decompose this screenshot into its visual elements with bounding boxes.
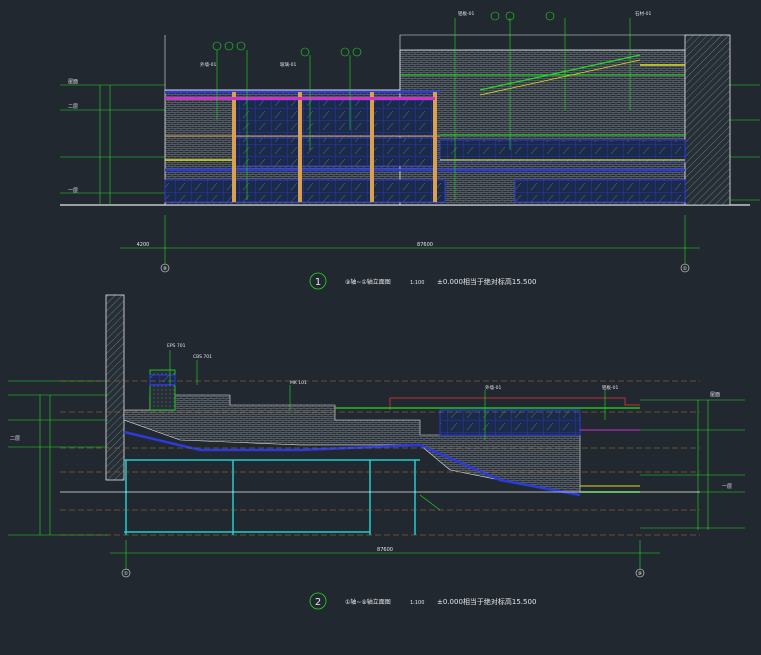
callout-leaders-1: [216, 18, 631, 200]
underground-frame-2: [124, 459, 420, 535]
callout-tags-1: [212, 11, 555, 57]
level-label-1b: 一层: [68, 188, 78, 194]
callout-leaders-2: [169, 350, 606, 511]
grid-bubbles-2: [121, 568, 645, 578]
stair-tower-2: [105, 294, 125, 481]
title-number-2: 2: [315, 597, 321, 608]
grid-right-label-1: ①: [683, 266, 688, 272]
callout-label-1a: 外墙-01: [200, 61, 216, 68]
stair-tower-1: [684, 34, 731, 206]
elevation-2: ① ⑨ 87600 二层 一层 屋面 EPS 701 CBS 701 MK 10…: [8, 294, 745, 610]
dim-total-1: 87600: [417, 242, 433, 248]
title-bubble-2: [309, 592, 327, 610]
callout-label-2e: 铝板-01: [602, 384, 618, 391]
grid-right-label-2: ⑨: [638, 571, 642, 577]
callout-label-1c: 铝板-01: [458, 10, 474, 17]
dimension-line-1: [120, 215, 700, 265]
accent-band-1: [165, 97, 435, 100]
reference-lines-2: [60, 380, 700, 536]
callout-label-1b: 玻璃-01: [280, 61, 296, 68]
dim-left-1: 4200: [137, 242, 150, 248]
callout-label-1d: 石材-01: [635, 10, 651, 17]
slope-line-2: [123, 430, 581, 497]
grid-left-label-1: ⑨: [163, 266, 167, 272]
level-label-2a: 二层: [10, 436, 20, 442]
glazing-right-low-1: [514, 179, 686, 203]
title-scale-2: 1:100: [410, 600, 424, 606]
level-label-2c: 屋面: [710, 392, 720, 398]
glazing-box-2: [439, 409, 581, 436]
callout-label-2c: MK 101: [290, 380, 307, 386]
grid-bubbles-1: [160, 263, 690, 273]
columns-1: [232, 92, 437, 202]
glazing-lower-1: [164, 179, 446, 203]
glazing-right-1: [439, 139, 686, 163]
title-bubble-1: [309, 272, 327, 290]
title-text-2: ①轴~⑨轴立面图: [345, 598, 391, 606]
title-note-1: ±0.000相当于绝对标高15.500: [437, 277, 536, 286]
title-scale-1: 1:100: [410, 280, 424, 286]
callout-label-2d: 外墙-01: [485, 384, 501, 391]
parapet-line-2: [389, 397, 640, 410]
title-note-2: ±0.000相当于绝对标高15.500: [437, 597, 536, 606]
title-text-1: ⑨轴~①轴立面图: [345, 278, 391, 286]
level-markers-left-2: [8, 380, 108, 536]
glazing-upper-1: [234, 99, 436, 137]
slab-lines-1: [165, 64, 685, 172]
level-label-1c: 屋面: [68, 79, 78, 85]
stair-diagonal-1: [479, 54, 641, 91]
level-markers-left-1: [60, 84, 165, 205]
level-markers-right-2: [640, 399, 745, 530]
callout-label-2b: CBS 701: [193, 354, 212, 360]
grid-left-label-2: ①: [124, 571, 129, 577]
dim-total-2: 87600: [377, 547, 393, 553]
dimension-line-2: [110, 540, 660, 570]
level-label-2b: 一层: [722, 484, 732, 490]
callout-label-2a: EPS 701: [167, 343, 186, 349]
level-label-1a: 二层: [68, 104, 78, 110]
title-number-1: 1: [315, 277, 321, 288]
glazing-mid-1: [234, 137, 436, 167]
elevation-1: ⑨ ① 87600 4200 二层 一层 屋面 外墙-01 玻璃-01 铝板-0…: [60, 10, 760, 290]
roof-outline-1: [164, 34, 685, 91]
